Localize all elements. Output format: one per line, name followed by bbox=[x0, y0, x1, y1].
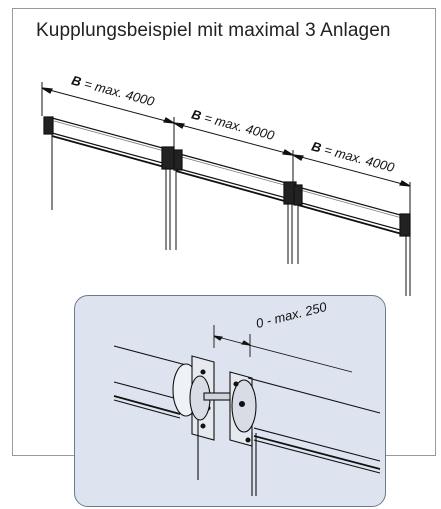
arrow-head-2a bbox=[173, 122, 185, 129]
frame-bottom-right-edge bbox=[384, 455, 436, 456]
frame-bottom-left-edge bbox=[12, 455, 74, 456]
roller-tube-1 bbox=[43, 116, 175, 250]
roller-tube-3 bbox=[293, 184, 411, 296]
diagram-title: Kupplungsbeispiel mit maximal 3 Anlagen bbox=[36, 20, 391, 41]
arrow-head-2b bbox=[282, 149, 294, 156]
arrow-head-1b bbox=[163, 117, 175, 124]
arrow-head-3a bbox=[292, 154, 304, 161]
gap-dimension-line bbox=[213, 335, 353, 373]
arrow-head-1a bbox=[41, 87, 53, 94]
roller-tube-2 bbox=[173, 149, 297, 264]
detail-right-tube bbox=[229, 371, 381, 496]
detail-left-tube bbox=[113, 345, 215, 480]
diagram-frame bbox=[12, 8, 436, 456]
dimension-line bbox=[41, 87, 411, 187]
arrow-head-3b bbox=[399, 180, 411, 187]
